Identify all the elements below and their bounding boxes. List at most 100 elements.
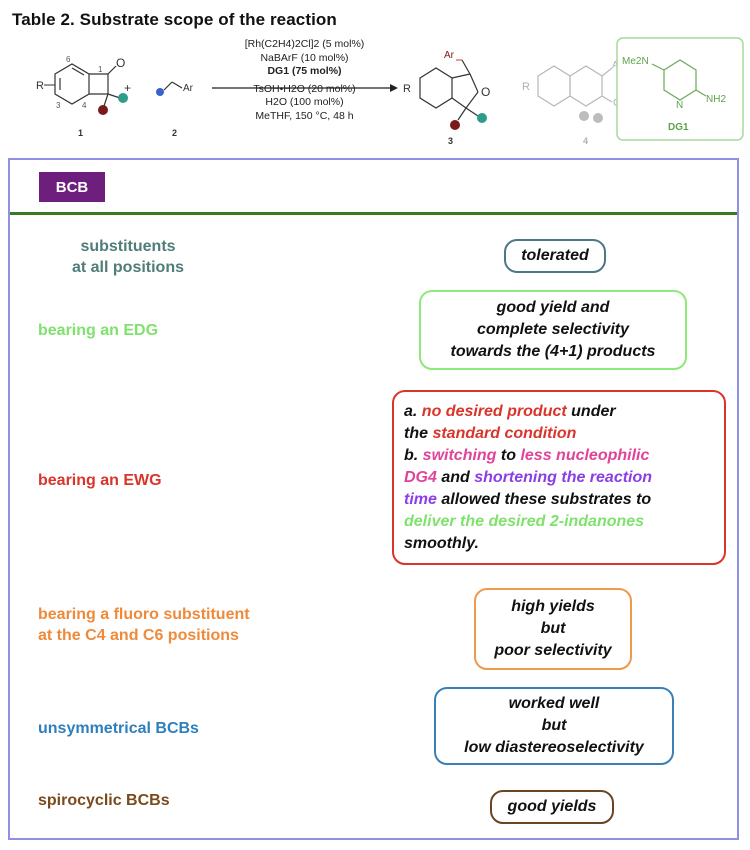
row-label-fluoro: bearing a fluoro substituent at the C4 an… [38, 604, 358, 646]
dg1-n: N [676, 100, 683, 111]
box-text-run: shortening the reaction [474, 468, 653, 486]
ring-pos-1: 1 [98, 65, 103, 74]
box-text-run: switching [422, 446, 497, 464]
dg1-nh2: NH2 [706, 94, 726, 105]
blue-substituent-2 [156, 88, 164, 96]
dg1-nme2: Me2N [622, 56, 649, 67]
reaction-conditions: [Rh(C2H4)2Cl]2 (5 mol%) NaBArF (10 mol%)… [212, 38, 397, 124]
row-label-line: bearing an EWG [38, 472, 162, 489]
box-text-run: but [541, 717, 567, 734]
box-text-run: low diastereoselectivity [464, 739, 644, 756]
box-text-run: poor selectivity [494, 642, 612, 659]
box-text-run: complete selectivity [476, 321, 630, 338]
box-text-run: standard condition [432, 424, 577, 442]
row-label-line: substituents [80, 238, 176, 255]
box-text-run: worked well [508, 695, 600, 712]
row-label-edg: bearing an EDG [38, 320, 338, 341]
box-line: good yields [492, 796, 612, 818]
r-label-1: R [36, 80, 44, 92]
box-text-run: good yield and [496, 299, 610, 316]
compound-number-4: 4 [583, 136, 588, 146]
plus-sign: + [124, 81, 131, 95]
scope-panel: BCB substituents at all positions tolerat… [8, 158, 739, 840]
box-line: good yield and [421, 297, 685, 319]
dg1-label: DG1 [668, 122, 689, 133]
row-label-substituents: substituents at all positions [28, 236, 228, 278]
box-text-run: time [404, 490, 437, 508]
box-line: but [436, 715, 672, 737]
darkred-substituent-1 [98, 105, 108, 115]
dg1-box [616, 37, 744, 141]
box-line: a. no desired product under [404, 401, 724, 423]
box-text-run: but [540, 620, 566, 637]
box-line: towards the (4+1) products [421, 341, 685, 363]
box-line: DG4 and shortening the reaction [404, 467, 724, 489]
bcb-tag: BCB [39, 172, 105, 202]
ring-pos-4: 4 [82, 101, 87, 110]
structure-4 [537, 65, 613, 107]
box-text-run: the [404, 424, 433, 442]
compound-number-2: 2 [172, 128, 177, 138]
o-label-3: O [481, 85, 490, 99]
box-text-run: no desired product [421, 402, 567, 420]
condition-acid: TsOH•H2O (20 mol%) [253, 82, 356, 95]
ar-label-2: Ar [183, 83, 194, 94]
box-line: but [476, 618, 630, 640]
row-label-unsymmetrical: unsymmetrical BCBs [38, 718, 338, 739]
row-label-line: at all positions [71, 259, 184, 276]
box-line: time allowed these substrates to [404, 489, 724, 511]
r-label-4: R [522, 81, 530, 93]
box-text-run: DG4 [404, 468, 437, 486]
row-label-ewg: bearing an EWG [38, 470, 338, 491]
box-text-run: smoothly. [404, 534, 479, 552]
gray-substituent-b [593, 113, 603, 123]
row-label-line: bearing an EDG [38, 322, 159, 339]
box-text-run: to [496, 446, 521, 464]
condition-water: H2O (100 mol%) [265, 96, 344, 109]
box-line: high yields [476, 596, 630, 618]
row-box-spirocyclic: good yields [490, 790, 614, 824]
ar-label-3: Ar [444, 50, 455, 61]
darkred-substituent-3 [450, 120, 460, 130]
teal-substituent-3 [477, 113, 487, 123]
condition-solvent: MeTHF, 150 °C, 48 h [255, 109, 354, 122]
row-label-line: at the C4 and C6 positions [38, 627, 239, 644]
box-line: deliver the desired 2-indanones [404, 511, 724, 533]
structure-1 [54, 63, 121, 107]
r-label-3: R [403, 83, 411, 95]
box-text-run: b. [404, 446, 423, 464]
box-line: complete selectivity [421, 319, 685, 341]
box-line: smoothly. [404, 533, 724, 555]
box-line: b. switching to less nucleophilic [404, 445, 724, 467]
row-box-tolerated: tolerated [504, 239, 606, 273]
box-text-run: and [436, 468, 475, 486]
box-text-run: under [566, 402, 616, 420]
row-label-line: bearing a fluoro substituent [38, 606, 250, 623]
box-line: poor selectivity [476, 640, 630, 662]
divider [10, 212, 737, 215]
ring-pos-3: 3 [56, 101, 61, 110]
table-title: Table 2. Substrate scope of the reaction [12, 10, 337, 29]
box-text-run: deliver the desired 2-indanones [404, 512, 645, 530]
gray-substituent-a [579, 111, 589, 121]
condition-dg: DG1 (75 mol%) [267, 65, 342, 78]
box-text-run: tolerated [521, 247, 589, 264]
scheme-drawing: O R 6 1 3 4 1 + Ar 2 Ar O [36, 37, 744, 146]
box-line: tolerated [506, 245, 604, 267]
row-box-fluoro: high yields but poor selectivity [474, 588, 632, 670]
o-label-1: O [116, 56, 125, 70]
row-label-line: spirocyclic BCBs [38, 792, 170, 809]
row-box-edg: good yield and complete selectivity toward… [419, 290, 687, 370]
box-line: low diastereoselectivity [436, 737, 672, 759]
row-box-unsymmetrical: worked well but low diastereoselectivity [434, 687, 674, 765]
reaction-scheme: O R 6 1 3 4 1 + Ar 2 Ar O [0, 36, 750, 154]
teal-substituent-1 [118, 93, 128, 103]
compound-number-3: 3 [448, 136, 453, 146]
row-label-line: unsymmetrical BCBs [38, 720, 199, 737]
row-label-spirocyclic: spirocyclic BCBs [38, 790, 338, 811]
condition-catalyst: [Rh(C2H4)2Cl]2 (5 mol%) [244, 38, 365, 50]
structure-3 [419, 59, 479, 121]
box-text-run: good yields [507, 798, 597, 815]
compound-number-1: 1 [78, 128, 83, 138]
box-line: worked well [436, 693, 672, 715]
